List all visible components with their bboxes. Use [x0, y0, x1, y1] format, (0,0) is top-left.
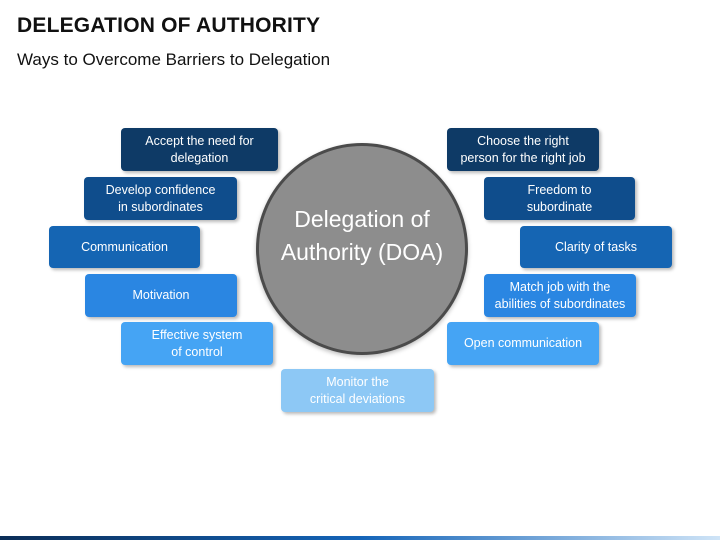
right-item-match-job: Match job with the abilities of subordin… — [484, 274, 636, 317]
page-title: DELEGATION OF AUTHORITY — [17, 14, 321, 37]
center-circle: Delegation of Authority (DOA) — [256, 143, 468, 355]
right-item-freedom: Freedom to subordinate — [484, 177, 635, 220]
left-item-communication: Communication — [49, 226, 200, 268]
right-item-open-communication: Open communication — [447, 322, 599, 365]
left-item-motivation: Motivation — [85, 274, 237, 317]
page-subtitle: Ways to Overcome Barriers to Delegation — [17, 50, 331, 69]
right-item-choose-person: Choose the right person for the right jo… — [447, 128, 599, 171]
left-item-accept-need: Accept the need for delegation — [121, 128, 278, 171]
bottom-item-monitor: Monitor the critical deviations — [281, 369, 434, 412]
right-item-clarity: Clarity of tasks — [520, 226, 672, 268]
center-label: Delegation of Authority (DOA) — [280, 206, 444, 265]
left-item-develop-confidence: Develop confidence in subordinates — [84, 177, 237, 220]
left-item-effective-control: Effective system of control — [121, 322, 273, 365]
footer-bar — [0, 536, 720, 540]
